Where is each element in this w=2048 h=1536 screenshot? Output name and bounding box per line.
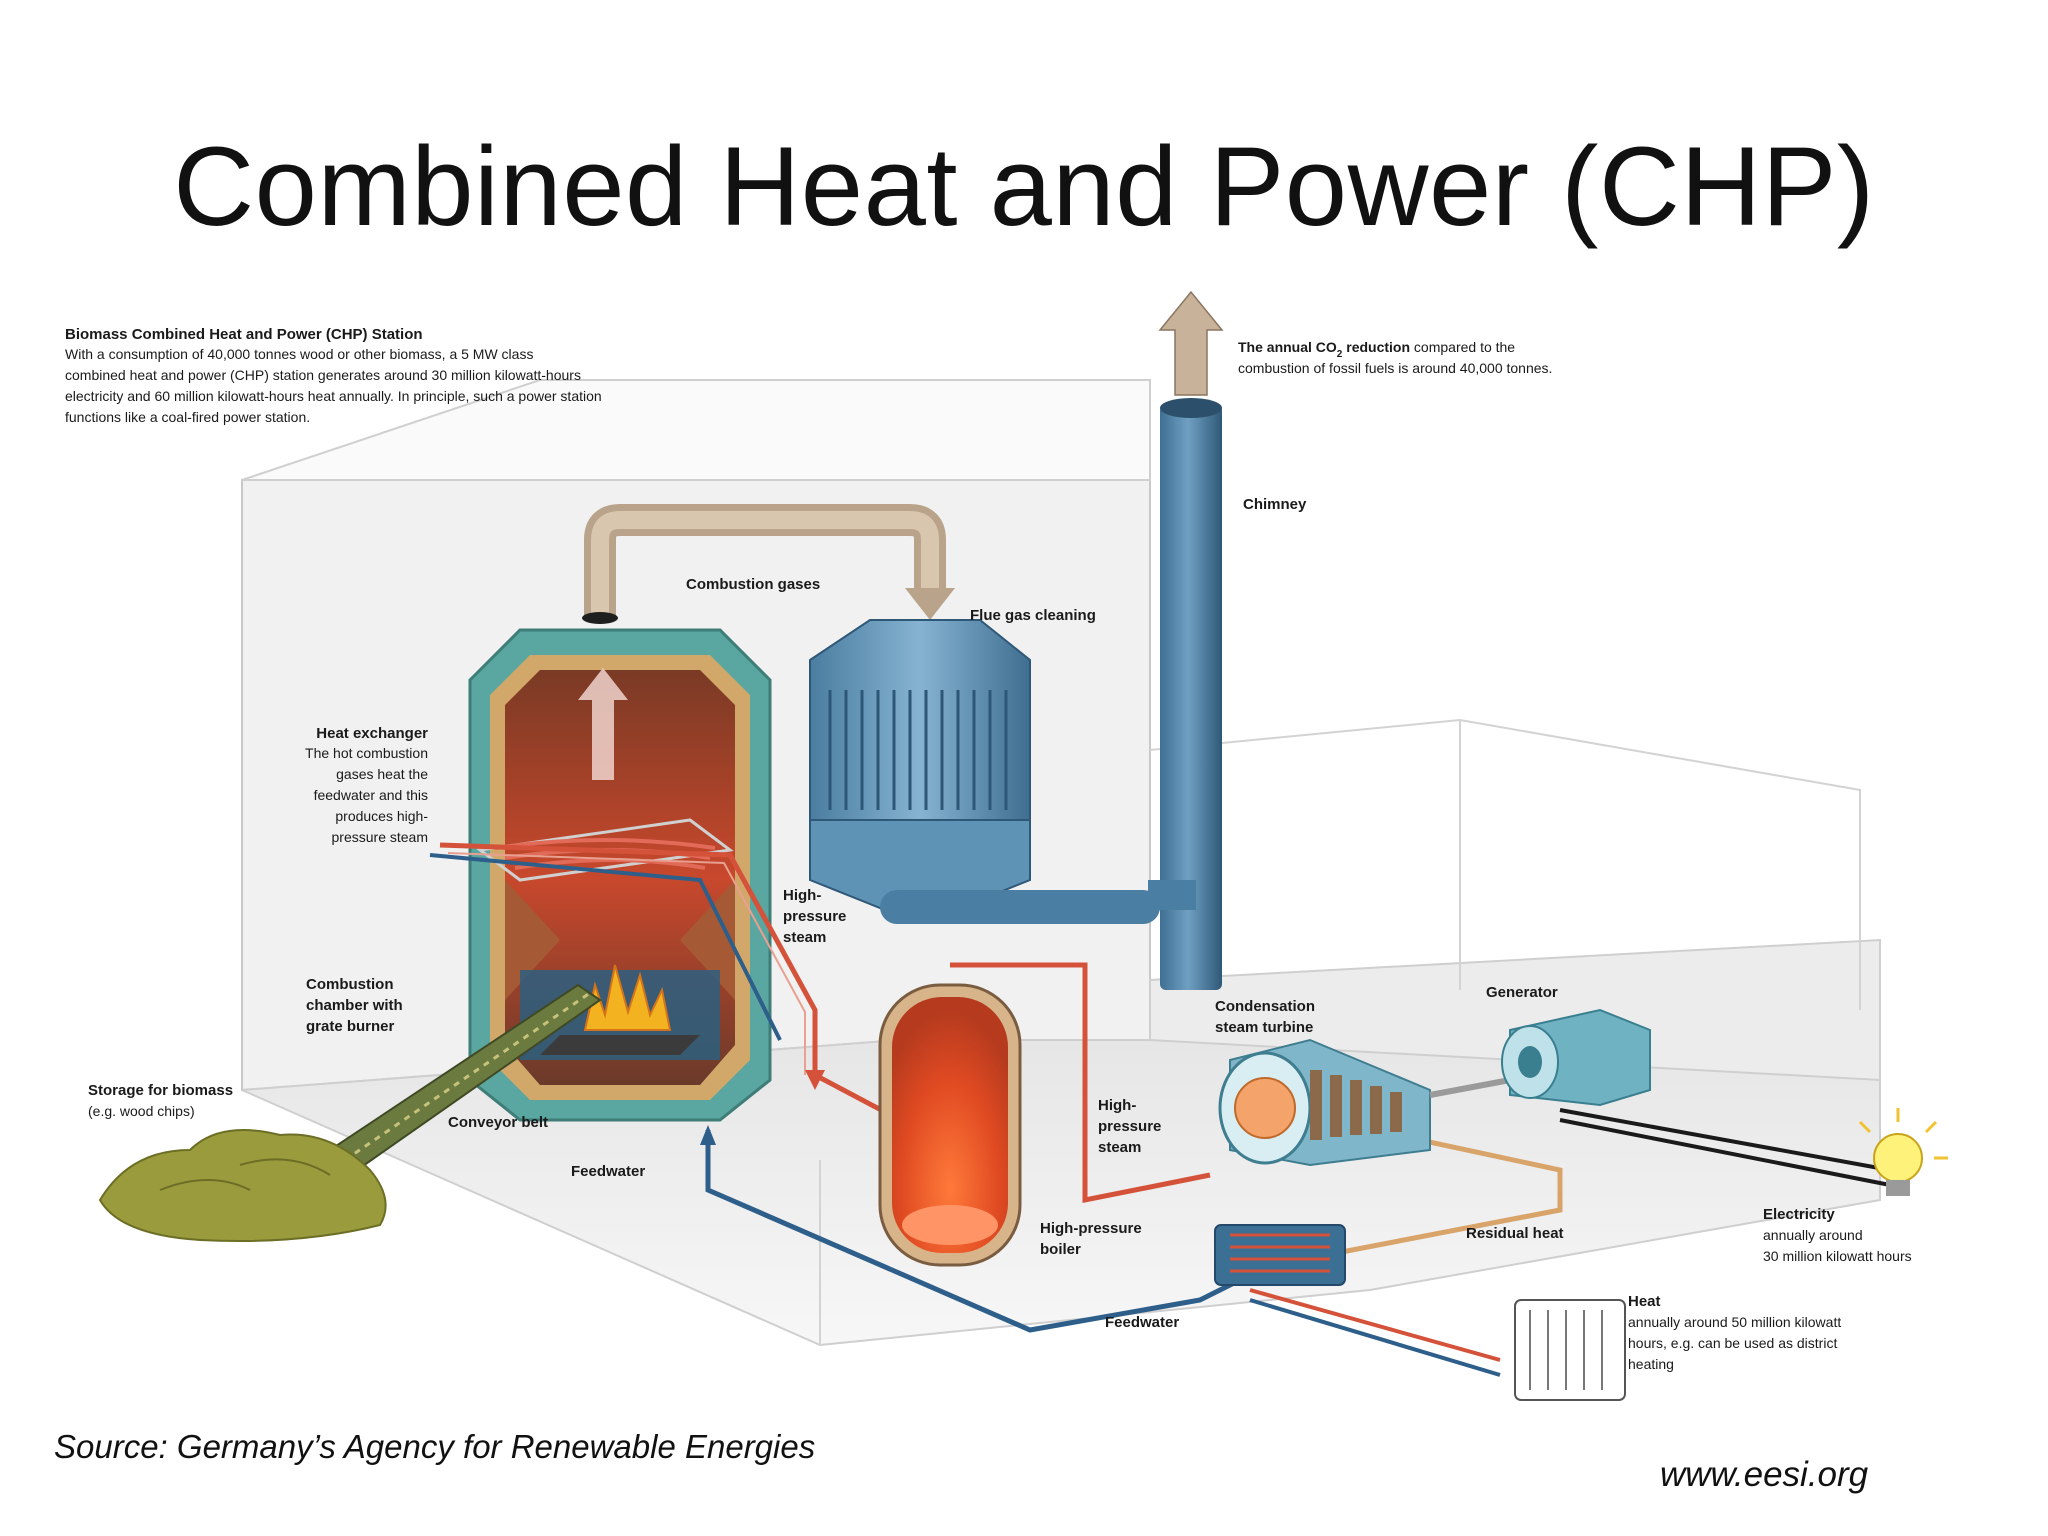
flue-gas-filter: [809, 619, 1160, 924]
svg-text:grate burner: grate burner: [306, 1018, 395, 1035]
chimney: [1148, 290, 1224, 990]
heat-rise-arrow-icon: [578, 668, 628, 780]
exhaust-arrow-icon: [1158, 290, 1224, 396]
residual-heat-exchanger: [1214, 1224, 1346, 1286]
label-chimney: Chimney: [1243, 496, 1307, 513]
label-electricity: Electricity annually around 30 million k…: [1763, 1206, 1912, 1264]
svg-text:High-: High-: [783, 887, 821, 904]
label-condensation-turbine: Condensation steam turbine: [1215, 998, 1315, 1036]
svg-text:chamber with: chamber with: [306, 997, 403, 1014]
label-high-pressure-steam-1: High- pressure steam: [783, 887, 846, 946]
svg-text:produces high-: produces high-: [335, 808, 428, 824]
svg-text:pressure: pressure: [1098, 1118, 1161, 1135]
intro-line: With a consumption of 40,000 tonnes wood…: [65, 346, 533, 362]
pipes: [429, 842, 1563, 1377]
co2-line-1: The annual CO2 reduction compared to the: [1238, 339, 1515, 360]
svg-text:gases heat the: gases heat the: [336, 766, 428, 782]
label-high-pressure-boiler: High-pressure boiler: [1040, 1220, 1142, 1258]
svg-text:pressure: pressure: [783, 908, 846, 925]
co2-note: The annual CO2 reduction compared to the…: [1238, 339, 1552, 376]
intro-heading: Biomass Combined Heat and Power (CHP) St…: [65, 326, 423, 343]
intro-line: combined heat and power (CHP) station ge…: [65, 367, 581, 383]
svg-text:High-: High-: [1098, 1097, 1136, 1114]
source-url: www.eesi.org: [1660, 1455, 1869, 1494]
light-bulb-icon: [1858, 1108, 1948, 1196]
label-conveyor-belt: Conveyor belt: [448, 1114, 548, 1131]
svg-text:boiler: boiler: [1040, 1241, 1081, 1258]
svg-text:Electricity: Electricity: [1763, 1206, 1835, 1223]
label-storage: Storage for biomass (e.g. wood chips): [88, 1082, 233, 1119]
steam-arrow-icon: [805, 1070, 825, 1090]
intro-block: Biomass Combined Heat and Power (CHP) St…: [65, 326, 602, 425]
label-combustion-chamber: Combustion chamber with grate burner: [306, 976, 403, 1035]
label-feedwater-1: Feedwater: [571, 1163, 645, 1180]
biomass-pile: [98, 1129, 387, 1242]
svg-text:pressure steam: pressure steam: [332, 829, 428, 845]
steam-turbine: [1218, 1038, 1511, 1167]
svg-text:steam: steam: [783, 929, 826, 946]
svg-text:The hot combustion: The hot combustion: [305, 745, 428, 761]
svg-text:steam: steam: [1098, 1139, 1141, 1156]
label-generator: Generator: [1486, 984, 1558, 1001]
gas-flow-arrow-icon: [905, 588, 955, 620]
svg-text:steam turbine: steam turbine: [1215, 1019, 1313, 1036]
label-combustion-gases: Combustion gases: [686, 576, 820, 593]
svg-text:hours, e.g. can be used as dis: hours, e.g. can be used as district: [1628, 1335, 1837, 1351]
svg-text:annually around 50 million kil: annually around 50 million kilowatt: [1628, 1314, 1841, 1330]
svg-text:feedwater and this: feedwater and this: [314, 787, 428, 803]
svg-text:Condensation: Condensation: [1215, 998, 1315, 1015]
high-pressure-boiler: [878, 983, 1022, 1267]
label-heat: Heat annually around 50 million kilowatt…: [1628, 1293, 1841, 1372]
radiator-icon: [1514, 1299, 1626, 1401]
svg-text:Storage for biomass: Storage for biomass: [88, 1082, 233, 1099]
label-feedwater-2: Feedwater: [1105, 1314, 1179, 1331]
feedwater-arrow-icon: [700, 1125, 716, 1145]
furnace-house: [468, 612, 772, 1122]
combustion-gas-duct: [584, 504, 955, 620]
svg-text:Heat exchanger: Heat exchanger: [316, 725, 428, 742]
intro-line: electricity and 60 million kilowatt-hour…: [65, 388, 602, 404]
label-high-pressure-steam-2: High- pressure steam: [1098, 1097, 1161, 1156]
svg-text:(e.g. wood chips): (e.g. wood chips): [88, 1103, 195, 1119]
generator: [1501, 1008, 1891, 1187]
label-heat-exchanger: Heat exchanger The hot combustion gases …: [305, 725, 428, 845]
slide-title: Combined Heat and Power (CHP): [173, 124, 1875, 249]
svg-text:High-pressure: High-pressure: [1040, 1220, 1142, 1237]
intro-line: functions like a coal-fired power statio…: [65, 409, 310, 425]
svg-text:Combustion: Combustion: [306, 976, 394, 993]
label-flue-gas-cleaning: Flue gas cleaning: [970, 607, 1096, 624]
svg-text:annually around: annually around: [1763, 1227, 1863, 1243]
svg-text:30 million kilowatt hours: 30 million kilowatt hours: [1763, 1248, 1912, 1264]
svg-text:Heat: Heat: [1628, 1293, 1661, 1310]
source-credit: Source: Germany’s Agency for Renewable E…: [54, 1428, 816, 1465]
svg-text:heating: heating: [1628, 1356, 1674, 1372]
label-residual-heat: Residual heat: [1466, 1225, 1564, 1242]
co2-line-2: combustion of fossil fuels is around 40,…: [1238, 360, 1552, 376]
